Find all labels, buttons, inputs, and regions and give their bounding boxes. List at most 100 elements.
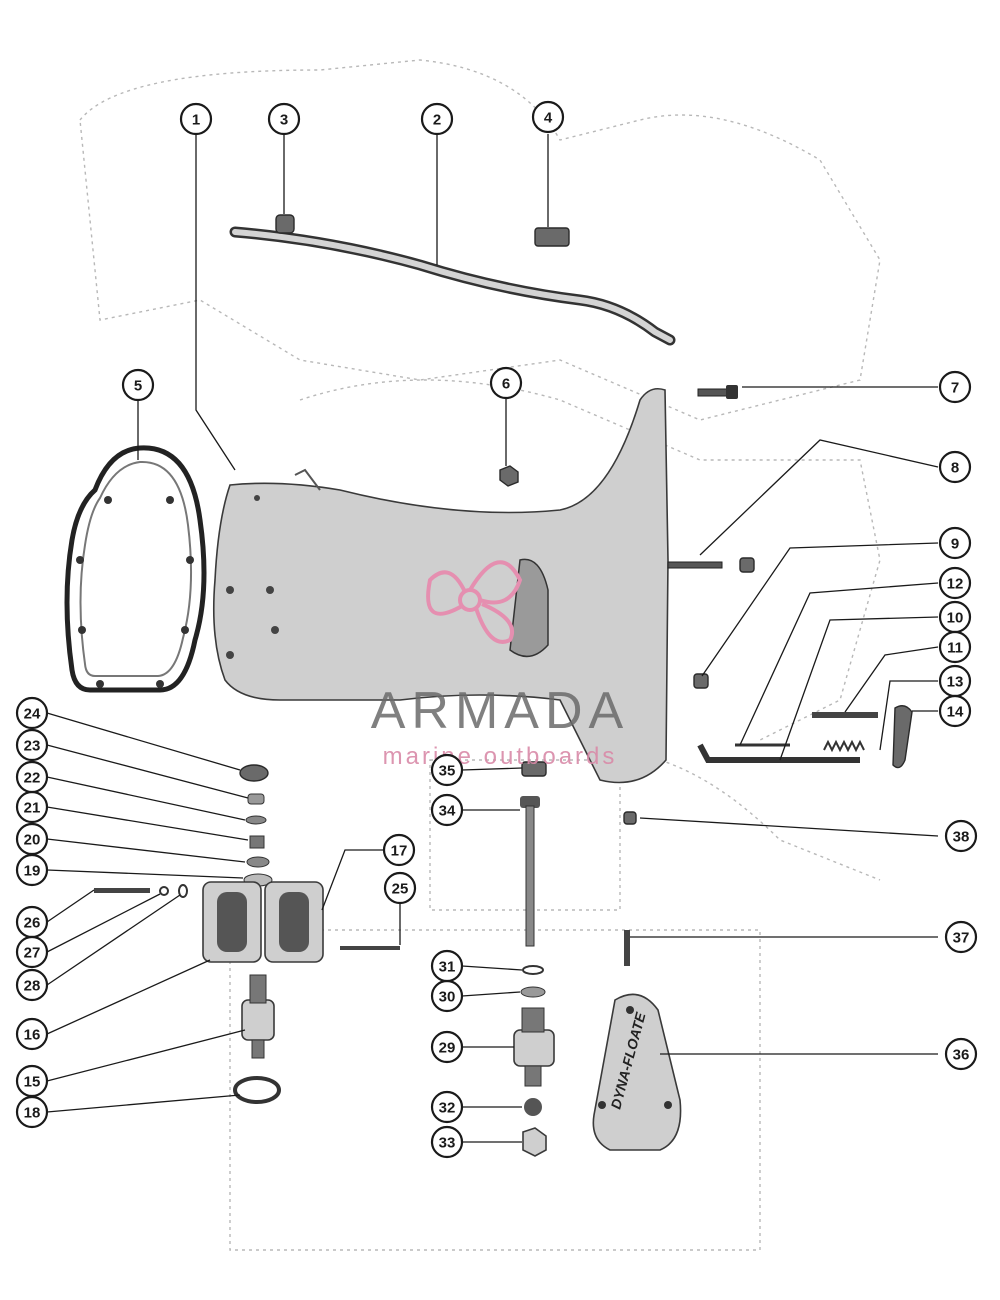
callout-4: 4 bbox=[531, 100, 565, 134]
watermark: ARMADA marine outboards bbox=[371, 560, 629, 770]
callout-25: 25 bbox=[383, 871, 417, 905]
pin bbox=[812, 712, 878, 718]
callout-5: 5 bbox=[121, 368, 155, 402]
callout-label: 21 bbox=[24, 800, 41, 817]
callout-2: 2 bbox=[420, 102, 454, 136]
callout-30: 30 bbox=[430, 979, 464, 1013]
callout-24: 24 bbox=[15, 696, 49, 730]
callout-14: 14 bbox=[938, 694, 972, 728]
watermark-subtitle: marine outboards bbox=[383, 743, 618, 770]
callout-label: 3 bbox=[280, 112, 288, 129]
callout-9: 9 bbox=[938, 526, 972, 560]
bolt-37 bbox=[624, 930, 630, 966]
screw bbox=[697, 385, 738, 399]
nut-9b bbox=[693, 673, 709, 689]
callout-label: 14 bbox=[947, 704, 964, 721]
callout-27: 27 bbox=[15, 935, 49, 969]
callout-label: 15 bbox=[24, 1074, 41, 1091]
nut-9a bbox=[739, 557, 755, 573]
callout-label: 10 bbox=[947, 610, 964, 627]
plug bbox=[623, 811, 637, 825]
shift-lever bbox=[892, 705, 913, 769]
callout-label: 22 bbox=[24, 770, 41, 787]
callout-label: 23 bbox=[24, 738, 41, 755]
washer-27 bbox=[159, 886, 169, 896]
callout-32: 32 bbox=[430, 1090, 464, 1124]
sleeve bbox=[534, 227, 570, 247]
driveshaft-bolt bbox=[520, 796, 540, 947]
bushing bbox=[275, 214, 295, 234]
callout-12: 12 bbox=[938, 566, 972, 600]
callout-label: 25 bbox=[392, 881, 409, 898]
spring bbox=[823, 739, 865, 753]
stud bbox=[667, 561, 723, 569]
washer-28 bbox=[178, 884, 188, 898]
callout-label: 31 bbox=[439, 959, 456, 976]
callout-10: 10 bbox=[938, 600, 972, 634]
callout-29: 29 bbox=[430, 1030, 464, 1064]
callout-34: 34 bbox=[430, 793, 464, 827]
callout-20: 20 bbox=[15, 822, 49, 856]
callout-35: 35 bbox=[430, 753, 464, 787]
callout-label: 28 bbox=[24, 978, 41, 995]
propeller-nut bbox=[522, 1127, 547, 1157]
nut bbox=[499, 465, 519, 487]
callout-28: 28 bbox=[15, 968, 49, 1002]
small-screw bbox=[340, 946, 400, 950]
propeller-logo-icon bbox=[426, 560, 523, 644]
callout-label: 7 bbox=[951, 380, 959, 397]
callout-22: 22 bbox=[15, 760, 49, 794]
callout-3: 3 bbox=[267, 102, 301, 136]
washer-32 bbox=[524, 1098, 542, 1116]
callout-label: 18 bbox=[24, 1105, 41, 1122]
impeller bbox=[241, 974, 275, 1059]
callout-label: 33 bbox=[439, 1135, 456, 1152]
callout-label: 30 bbox=[439, 989, 456, 1006]
shift-shaft bbox=[697, 743, 860, 763]
washer-30 bbox=[520, 986, 546, 998]
callout-33: 33 bbox=[430, 1125, 464, 1159]
callout-13: 13 bbox=[938, 664, 972, 698]
callout-19: 19 bbox=[15, 853, 49, 887]
callout-label: 16 bbox=[24, 1027, 41, 1044]
callout-label: 1 bbox=[192, 112, 200, 129]
bushing-35 bbox=[521, 761, 547, 777]
callout-label: 20 bbox=[24, 832, 41, 849]
callout-label: 12 bbox=[947, 576, 964, 593]
watermark-title: ARMADA bbox=[371, 682, 629, 740]
callout-31: 31 bbox=[430, 949, 464, 983]
callout-38: 38 bbox=[944, 819, 978, 853]
callout-label: 36 bbox=[953, 1047, 970, 1064]
callout-label: 35 bbox=[439, 763, 456, 780]
callout-label: 9 bbox=[951, 536, 959, 553]
callout-6: 6 bbox=[489, 366, 523, 400]
callout-label: 8 bbox=[951, 460, 959, 477]
callout-18: 18 bbox=[15, 1095, 49, 1129]
callout-16: 16 bbox=[15, 1017, 49, 1051]
pump-housing bbox=[202, 881, 324, 963]
callout-15: 15 bbox=[15, 1064, 49, 1098]
callout-label: 27 bbox=[24, 945, 41, 962]
washer-31 bbox=[522, 965, 544, 975]
callout-23: 23 bbox=[15, 728, 49, 762]
callout-label: 37 bbox=[953, 930, 970, 947]
callout-label: 17 bbox=[391, 843, 408, 860]
callout-17: 17 bbox=[382, 833, 416, 867]
callout-26: 26 bbox=[15, 905, 49, 939]
callout-7: 7 bbox=[938, 370, 972, 404]
callout-36: 36 bbox=[944, 1037, 978, 1071]
bolt bbox=[94, 888, 150, 893]
callout-label: 32 bbox=[439, 1100, 456, 1117]
callout-label: 29 bbox=[439, 1040, 456, 1057]
callout-label: 34 bbox=[439, 803, 456, 820]
water-pump-stack bbox=[239, 764, 273, 887]
callout-label: 24 bbox=[24, 706, 41, 723]
bearing-carrier bbox=[513, 1007, 555, 1087]
callout-label: 2 bbox=[433, 112, 441, 129]
callout-label: 19 bbox=[24, 863, 41, 880]
callout-1: 1 bbox=[179, 102, 213, 136]
callout-21: 21 bbox=[15, 790, 49, 824]
callout-37: 37 bbox=[944, 920, 978, 954]
gear-housing bbox=[212, 387, 669, 784]
